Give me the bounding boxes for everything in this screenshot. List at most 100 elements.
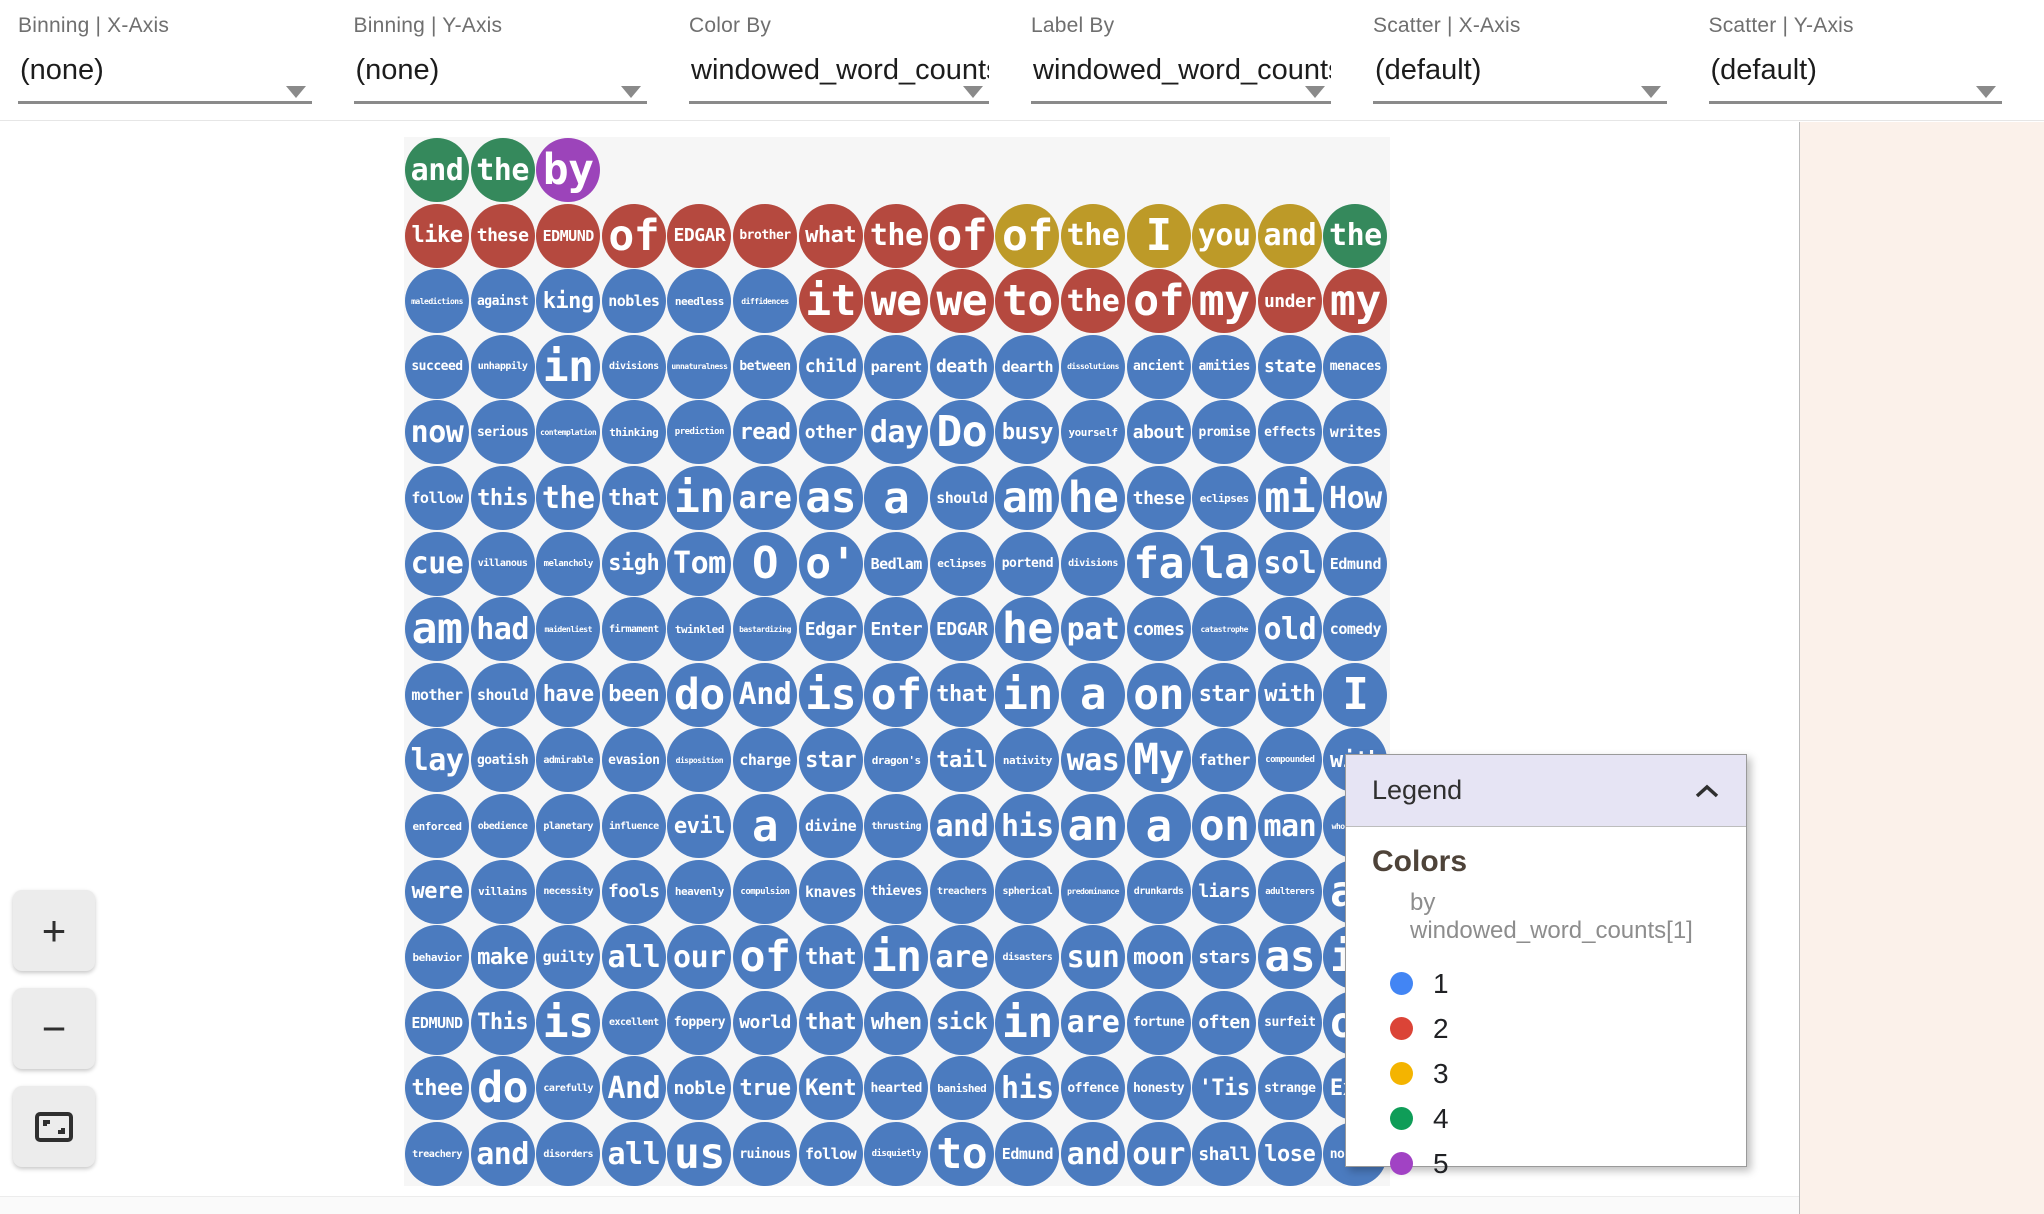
word-circle[interactable]: king	[536, 269, 601, 334]
word-circle[interactable]: eclipses	[1192, 466, 1257, 530]
word-circle[interactable]: in	[864, 925, 929, 990]
word-circle[interactable]: EDMUND	[405, 990, 469, 1055]
word-circle[interactable]: on	[1192, 794, 1257, 858]
word-circle[interactable]: thee	[405, 1056, 469, 1121]
word-circle[interactable]: busy	[995, 400, 1060, 465]
word-circle[interactable]: man	[1257, 794, 1322, 858]
word-circle[interactable]: of	[1126, 269, 1191, 334]
word-circle[interactable]: This	[470, 990, 535, 1055]
word-circle[interactable]: mi	[1257, 466, 1322, 530]
word-circle[interactable]: strange	[1257, 1056, 1322, 1121]
word-circle[interactable]: between	[733, 334, 797, 399]
word-circle[interactable]: evil	[667, 794, 732, 858]
word-circle[interactable]: against	[470, 269, 535, 334]
word-circle[interactable]: behavior	[405, 925, 469, 990]
word-circle[interactable]: what	[798, 203, 863, 268]
word-circle[interactable]: sol	[1257, 531, 1322, 596]
word-circle[interactable]: influence	[601, 794, 666, 858]
word-circle[interactable]: lay	[405, 728, 469, 793]
word-circle[interactable]: like	[405, 203, 469, 268]
word-circle[interactable]: planetary	[536, 794, 601, 858]
word-circle[interactable]: that	[601, 466, 666, 530]
word-circle[interactable]: under	[1257, 269, 1322, 334]
word-circle[interactable]: was	[1061, 728, 1125, 793]
word-circle[interactable]: mother	[405, 662, 469, 727]
word-circle[interactable]: had	[470, 597, 535, 662]
word-circle[interactable]: sick	[929, 990, 994, 1055]
word-circle[interactable]: sun	[1061, 925, 1125, 990]
word-circle[interactable]: firmament	[601, 597, 666, 662]
word-circle[interactable]: menaces	[1323, 334, 1388, 399]
word-circle[interactable]: How	[1323, 466, 1388, 530]
word-circle[interactable]: the	[470, 138, 535, 202]
scatter-y-axis-select[interactable]: Scatter | Y-Axis (default)	[1708, 14, 2002, 120]
word-circle[interactable]: our	[1126, 1122, 1191, 1186]
word-circle[interactable]: succeed	[405, 334, 469, 399]
word-circle[interactable]: am	[995, 466, 1060, 530]
word-circle[interactable]: with	[1257, 662, 1322, 727]
word-circle[interactable]: thinking	[601, 400, 666, 465]
legend-item[interactable]: 1	[1372, 961, 1720, 1006]
word-circle[interactable]: and	[470, 1122, 535, 1186]
word-circle[interactable]: unnaturalness	[667, 334, 732, 399]
word-circle[interactable]: parent	[864, 334, 929, 399]
word-circle[interactable]: 'Tis	[1192, 1056, 1257, 1121]
word-circle[interactable]: noble	[667, 1056, 732, 1121]
word-circle[interactable]: Bedlam	[864, 531, 929, 596]
word-circle[interactable]: honesty	[1126, 1056, 1191, 1121]
word-circle[interactable]: amities	[1192, 334, 1257, 399]
word-circle[interactable]: adulterers	[1257, 859, 1322, 924]
word-circle[interactable]: Edmund	[1323, 531, 1388, 596]
word-circle[interactable]: his	[995, 1056, 1060, 1121]
word-circle[interactable]: disposition	[667, 728, 732, 793]
word-circle[interactable]: of	[929, 203, 994, 268]
legend-header[interactable]: Legend	[1346, 755, 1746, 827]
word-circle[interactable]: villanous	[470, 531, 535, 596]
word-circle[interactable]: now	[405, 400, 469, 465]
word-circle[interactable]: star	[1192, 662, 1257, 727]
word-circle[interactable]: admirable	[536, 728, 601, 793]
word-circle[interactable]: father	[1192, 728, 1257, 793]
word-circle[interactable]: are	[733, 466, 797, 530]
word-circle[interactable]: it	[798, 269, 863, 334]
word-circle[interactable]: to	[995, 269, 1060, 334]
word-circle[interactable]: these	[470, 203, 535, 268]
word-circle[interactable]: a	[733, 794, 797, 858]
word-circle[interactable]: is	[798, 662, 863, 727]
word-circle[interactable]: drunkards	[1126, 859, 1191, 924]
word-circle[interactable]: twinkled	[667, 597, 732, 662]
word-circle[interactable]: Enter	[864, 597, 929, 662]
word-circle[interactable]: needless	[667, 269, 732, 334]
word-circle[interactable]: the	[1061, 203, 1125, 268]
word-circle[interactable]: I	[1323, 662, 1388, 727]
word-circle[interactable]: that	[798, 925, 863, 990]
word-circle[interactable]: when	[864, 990, 929, 1055]
word-circle[interactable]: EDMUND	[536, 203, 601, 268]
legend-item[interactable]: 3	[1372, 1051, 1720, 1096]
word-circle[interactable]: his	[995, 794, 1060, 858]
word-circle[interactable]: a	[864, 466, 929, 530]
word-circle[interactable]: you	[1192, 203, 1257, 268]
word-circle[interactable]: follow	[798, 1122, 863, 1186]
word-circle[interactable]: EDGAR	[667, 203, 732, 268]
binning-x-axis-select[interactable]: Binning | X-Axis (none)	[18, 14, 312, 120]
word-circle[interactable]: dearth	[995, 334, 1060, 399]
word-circle[interactable]: sigh	[601, 531, 666, 596]
word-circle[interactable]: obedience	[470, 794, 535, 858]
word-circle[interactable]: enforced	[405, 794, 469, 858]
word-circle[interactable]: fa	[1126, 531, 1191, 596]
word-circle[interactable]: stars	[1192, 925, 1257, 990]
word-circle[interactable]: My	[1126, 728, 1191, 793]
word-circle[interactable]: of	[601, 203, 666, 268]
word-circle[interactable]: about	[1126, 400, 1191, 465]
word-circle[interactable]: o'	[798, 531, 863, 596]
word-circle[interactable]: excellent	[601, 990, 666, 1055]
word-circle[interactable]: catastrophe	[1192, 597, 1257, 662]
word-circle[interactable]: old	[1257, 597, 1322, 662]
word-circle[interactable]: and	[405, 138, 469, 202]
word-circle[interactable]: have	[536, 662, 601, 727]
word-circle[interactable]: compounded	[1257, 728, 1322, 793]
word-circle[interactable]: a	[1061, 662, 1125, 727]
word-circle[interactable]: world	[733, 990, 797, 1055]
zoom-out-button[interactable]: −	[13, 988, 95, 1069]
